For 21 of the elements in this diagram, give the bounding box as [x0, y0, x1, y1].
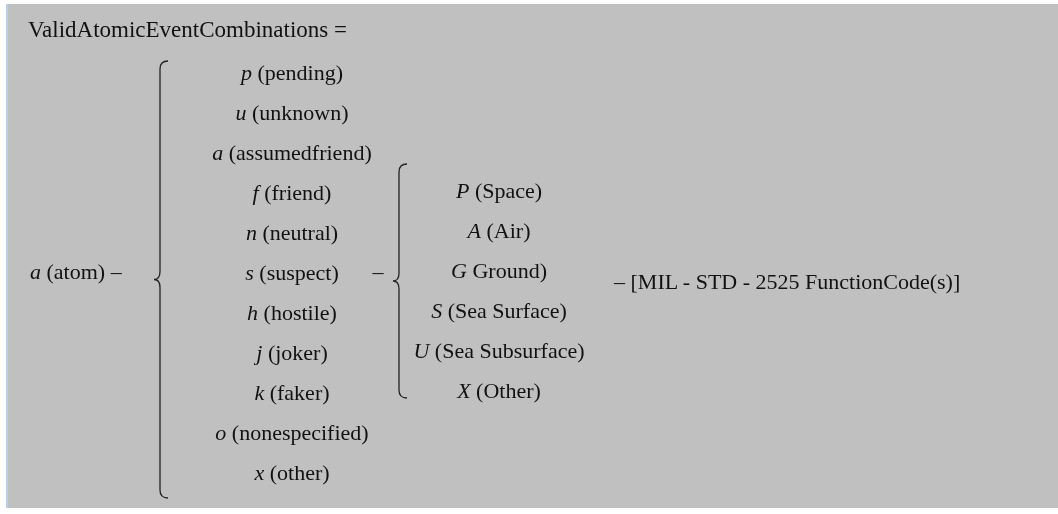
formula-term: s (suspect) [245, 258, 339, 287]
formula-term: a (assumedfriend) [212, 138, 372, 167]
formula-term: f (friend) [252, 178, 332, 207]
formula-title: ValidAtomicEventCombinations = [28, 16, 347, 44]
formula-term: k (faker) [254, 378, 330, 407]
formula-term: – [372, 257, 384, 286]
formula-term: U (Sea Subsurface) [413, 336, 585, 365]
formula-term: p (pending) [241, 58, 343, 87]
formula-term: h (hostile) [247, 298, 337, 327]
formula-term: S (Sea Surface) [431, 296, 567, 325]
formula-term: X (Other) [457, 376, 541, 405]
formula-term: x (other) [254, 458, 330, 487]
formula-term: u (unknown) [235, 98, 349, 127]
formula-term: P (Space) [455, 176, 543, 205]
formula-term: o (nonespecified) [215, 418, 369, 447]
formula-term: A (Air) [467, 216, 531, 245]
formula-term: G Ground) [451, 256, 547, 285]
formula-term: a (atom) – [30, 257, 122, 286]
formula-term: j (joker) [256, 338, 328, 367]
formula-term: n (neutral) [245, 218, 339, 247]
formula-term: – [MIL - STD - 2525 FunctionCode(s)] [614, 267, 961, 296]
